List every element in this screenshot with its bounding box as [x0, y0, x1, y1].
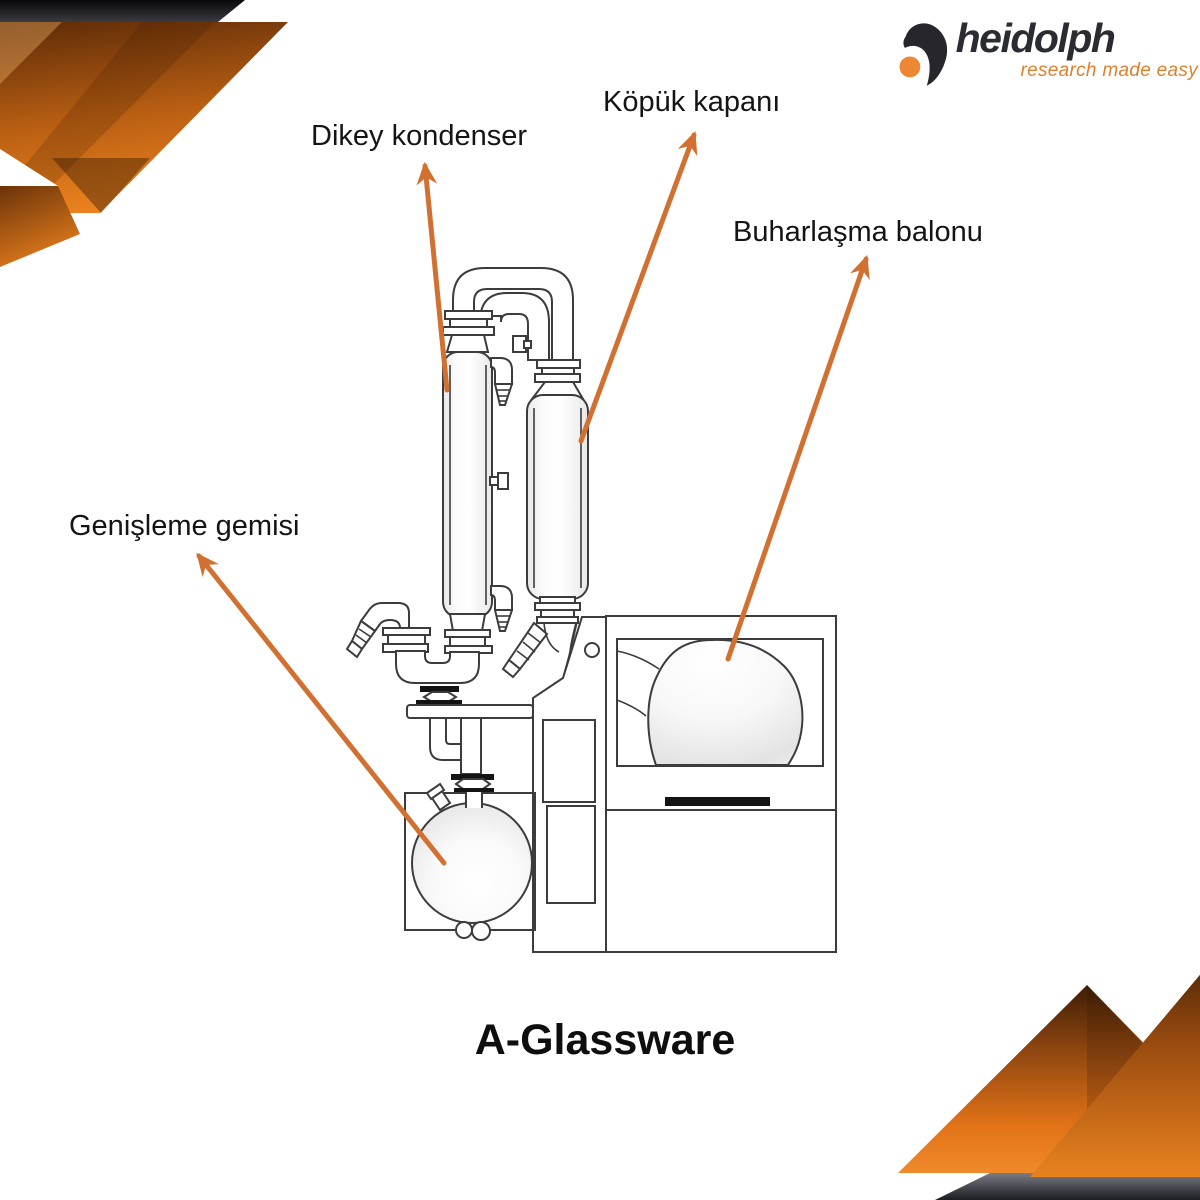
expansion-vessel: [411, 802, 533, 924]
arrow-buharlasma-balonu: [725, 255, 870, 662]
arrow-dikey-kondenser: [416, 161, 450, 393]
swoosh-icon: [903, 23, 948, 86]
evaporating-flask: [647, 638, 804, 766]
logo-tagline-text: research made easy: [1020, 60, 1198, 81]
platform-plate: [406, 704, 534, 719]
heidolph-logo-mark: [899, 23, 948, 86]
evaporator-body: [532, 615, 837, 953]
coolant-inlet-manifold: [345, 602, 480, 684]
joint-clamp-upper: [416, 686, 462, 706]
vapor-duct: [501, 621, 549, 679]
orange-dot-icon: [899, 56, 921, 78]
label-dikey-kondenser: Dikey kondenser: [311, 120, 527, 152]
arrow-kopuk-kapani: [578, 131, 698, 444]
joint-clamp-lower: [451, 774, 494, 794]
foam-trap-cylinder: [526, 394, 589, 600]
label-buharlasma-balonu: Buharlaşma balonu: [733, 216, 983, 248]
corner-decoration-top-left: [0, 0, 288, 267]
vapor-transfer-tubes: [452, 267, 574, 361]
stand-column-window: [542, 719, 596, 803]
arrow-genisleme-gemisi: [196, 552, 447, 866]
logo-brand-text: heidolph: [955, 15, 1116, 61]
decor-gray-band: [935, 1173, 1200, 1200]
label-genisleme-gemisi: Genişleme gemisi: [69, 510, 300, 542]
decor-black-sliver: [0, 0, 245, 22]
housing-knob: [584, 642, 600, 658]
annotation-arrows: [196, 131, 870, 866]
cooling-port: [497, 472, 509, 490]
support-foot: [471, 921, 491, 941]
expansion-vessel-assembly: [404, 782, 536, 941]
corner-decoration-bottom-right: [898, 974, 1200, 1200]
bath-handle: [665, 797, 770, 806]
label-kopuk-kapani: Köpük kapanı: [603, 86, 781, 118]
vertical-condenser: [442, 310, 514, 654]
heidolph-logo: heidolph research made easy: [896, 12, 1198, 88]
page-title: A-Glassware: [474, 1016, 736, 1064]
drain-tubes: [429, 717, 482, 775]
decor-orange-triangle: [0, 22, 288, 213]
decor-orange-band: [0, 186, 80, 267]
foam-trap: [526, 359, 589, 653]
support-foot: [455, 921, 473, 939]
